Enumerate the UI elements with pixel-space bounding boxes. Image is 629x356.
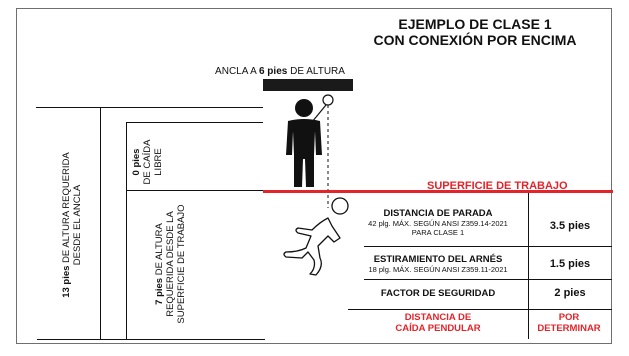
work-surface-label: SUPERFICIE DE TRABAJO	[427, 180, 568, 192]
anchor-label-value: 6 pies	[258, 66, 288, 77]
surface-height-value: 7 pies	[154, 277, 165, 305]
swing-fall-value: POR DETERMINAR	[526, 312, 612, 334]
title-line-1: EJEMPLO DE CLASE 1	[398, 16, 552, 32]
stop-distance-title: DISTANCIA DE PARADA	[383, 208, 493, 219]
diagram-title: EJEMPLO DE CLASE 1 CON CONEXIÓN POR ENCI…	[330, 16, 620, 48]
harness-stretch-title: ESTIRAMIENTO DEL ARNÉS	[373, 254, 503, 265]
lanyard-connector	[311, 104, 327, 123]
diagram-frame	[16, 8, 612, 344]
surface-height-rest: DE ALTURA	[154, 223, 165, 278]
table-row-divider-3	[348, 309, 612, 310]
required-height-line-1: 13 pies DE ALTURA REQUERIDA	[61, 150, 72, 300]
free-fall-line-2: DE CAÍDA	[142, 139, 153, 185]
free-fall-line-3: LIBRE	[153, 148, 164, 176]
anchor-level-line	[36, 107, 263, 108]
top-measure-line	[126, 122, 263, 123]
dotted-line	[196, 122, 263, 124]
safety-factor-value: 2 pies	[554, 287, 586, 299]
standing-worker-icon	[286, 99, 322, 187]
stop-distance-value: 3.5 pies	[549, 220, 591, 232]
table-row-divider-2	[364, 279, 612, 280]
surface-height-line-1: 7 pies DE ALTURA	[154, 204, 165, 324]
required-height-rest: DE ALTURA REQUERIDA	[61, 152, 72, 266]
safety-factor-title: FACTOR DE SEGURIDAD	[380, 288, 496, 299]
table-value-divider	[528, 193, 529, 339]
swing-fall-title-2: CAÍDA PENDULAR	[395, 323, 481, 334]
surface-height-line-2: REQUERIDA DESDE LA	[165, 211, 176, 317]
title-line-2: CON CONEXIÓN POR ENCIMA	[373, 32, 577, 48]
anchor-label-post: DE ALTURA	[287, 66, 345, 77]
surface-height-label: 7 pies DE ALTURA REQUERIDA DESDE LA SUPE…	[154, 204, 190, 324]
bottom-line	[37, 339, 265, 340]
required-height-label: 13 pies DE ALTURA REQUERIDA DESDE EL ANC…	[61, 150, 85, 300]
falling-worker-icon	[283, 197, 349, 276]
swing-fall-row: DISTANCIA DE CAÍDA PENDULAR	[348, 312, 528, 334]
anchor-label: ANCLA A 6 pies DE ALTURA	[200, 66, 360, 77]
anchor-bar	[263, 79, 353, 91]
surface-height-line-3: SUPERFICIE DE TRABAJO	[176, 204, 187, 324]
left-divider-line	[100, 107, 101, 339]
required-height-value: 13 pies	[61, 265, 72, 298]
free-fall-label: 0 pies DE CAÍDA LIBRE	[131, 131, 167, 193]
harness-stretch-value: 1.5 pies	[549, 258, 591, 270]
stop-distance-sub-2: PARA CLASE 1	[411, 228, 465, 237]
table-row-2: ESTIRAMIENTO DEL ARNÉS 18 plg. MÁX. SEGÚ…	[348, 254, 528, 274]
inner-divider-line	[126, 122, 127, 339]
harness-stretch-sub-1: 18 plg. MÁX. SEGÚN ANSI Z359.11-2021	[368, 265, 508, 274]
table-row-1: DISTANCIA DE PARADA 42 plg. MÁX. SEGÚN A…	[348, 208, 528, 237]
table-row-divider-1	[364, 246, 612, 247]
swing-fall-value-2: DETERMINAR	[537, 323, 601, 334]
swing-fall-value-1: POR	[558, 312, 580, 323]
surface-measure-line	[126, 190, 263, 191]
work-surface-line	[263, 190, 613, 193]
anchor-label-pre: ANCLA A	[215, 66, 259, 77]
free-fall-value: 0 pies	[131, 148, 142, 176]
stop-distance-sub-1: 42 plg. MÁX. SEGÚN ANSI Z359.14-2021	[368, 219, 508, 228]
swing-fall-title-1: DISTANCIA DE	[404, 312, 472, 323]
required-height-line-2: DESDE EL ANCLA	[72, 184, 83, 266]
